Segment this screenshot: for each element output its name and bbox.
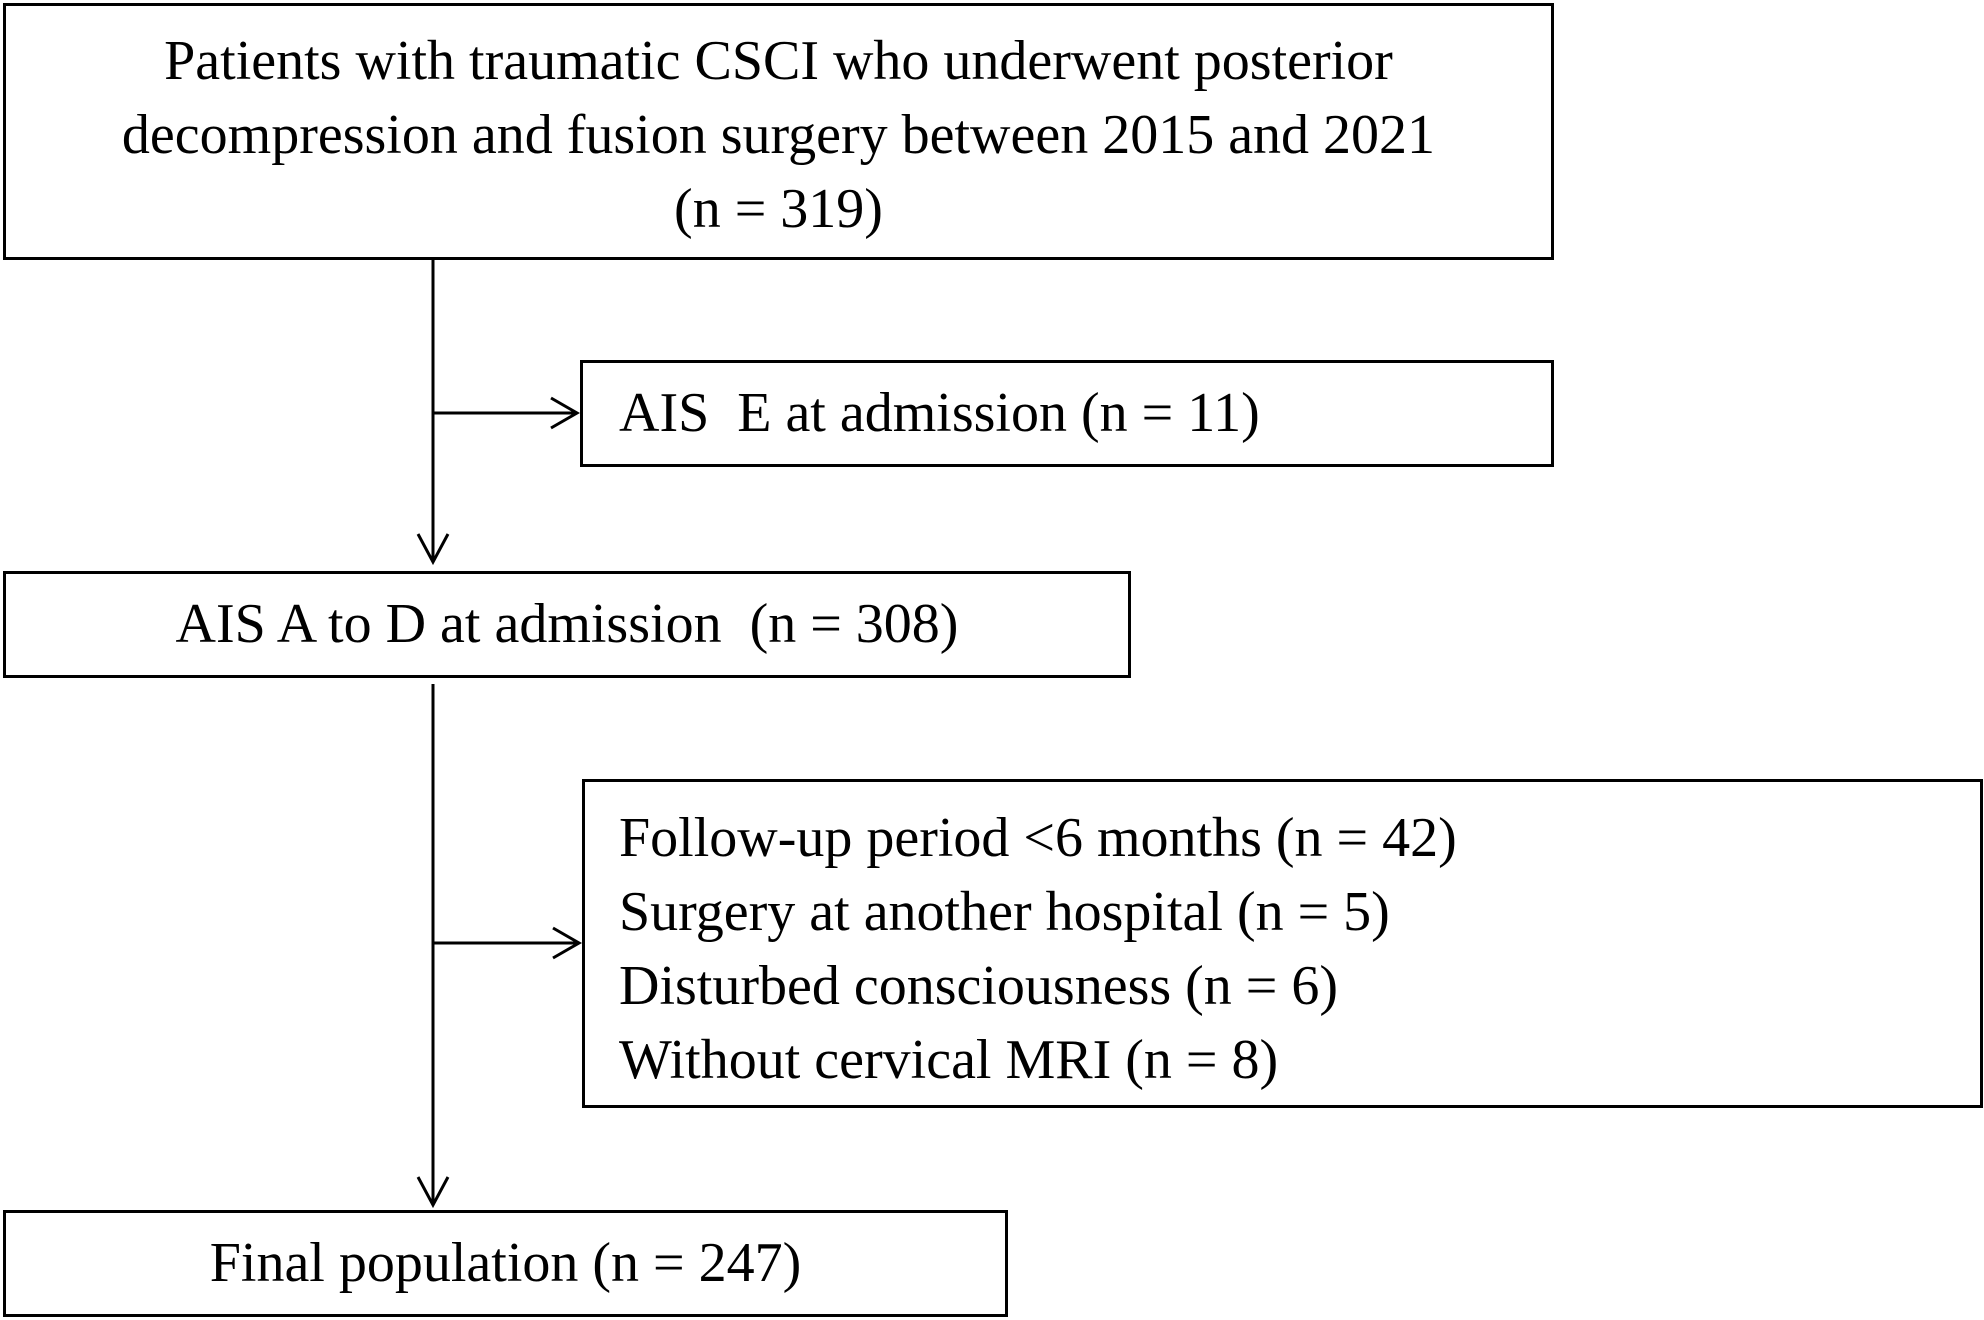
- exclusion-criteria-box: Follow-up period <6 months (n = 42) Surg…: [582, 779, 1983, 1108]
- exclusion-ais-e-box: AIS E at admission (n = 11): [580, 360, 1554, 467]
- arrowhead-to-final: [416, 1176, 450, 1209]
- ais-a-to-d-text: AIS A to D at admission (n = 308): [175, 593, 959, 655]
- exclusion-ais-e-text: AIS E at admission (n = 11): [619, 382, 1260, 444]
- exclusion-no-mri: Without cervical MRI (n = 8): [619, 1029, 1279, 1091]
- arrowhead-to-exclusion-2: [552, 926, 583, 960]
- arrowhead-to-admission: [416, 533, 450, 566]
- exclusion-other-hospital: Surgery at another hospital (n = 5): [619, 881, 1390, 943]
- arrowhead-to-exclusion-1: [550, 396, 581, 430]
- ais-a-to-d-box: AIS A to D at admission (n = 308): [3, 571, 1131, 678]
- total-patients-line-1: Patients with traumatic CSCI who underwe…: [164, 30, 1393, 92]
- total-patients-count: (n = 319): [674, 178, 883, 240]
- exclusion-consciousness: Disturbed consciousness (n = 6): [619, 955, 1339, 1017]
- exclusion-follow-up: Follow-up period <6 months (n = 42): [619, 807, 1457, 869]
- final-population-text: Final population (n = 247): [209, 1232, 802, 1294]
- total-patients-line-2: decompression and fusion surgery between…: [121, 104, 1436, 166]
- total-patients-box: Patients with traumatic CSCI who underwe…: [3, 3, 1554, 260]
- final-population-box: Final population (n = 247): [3, 1210, 1008, 1317]
